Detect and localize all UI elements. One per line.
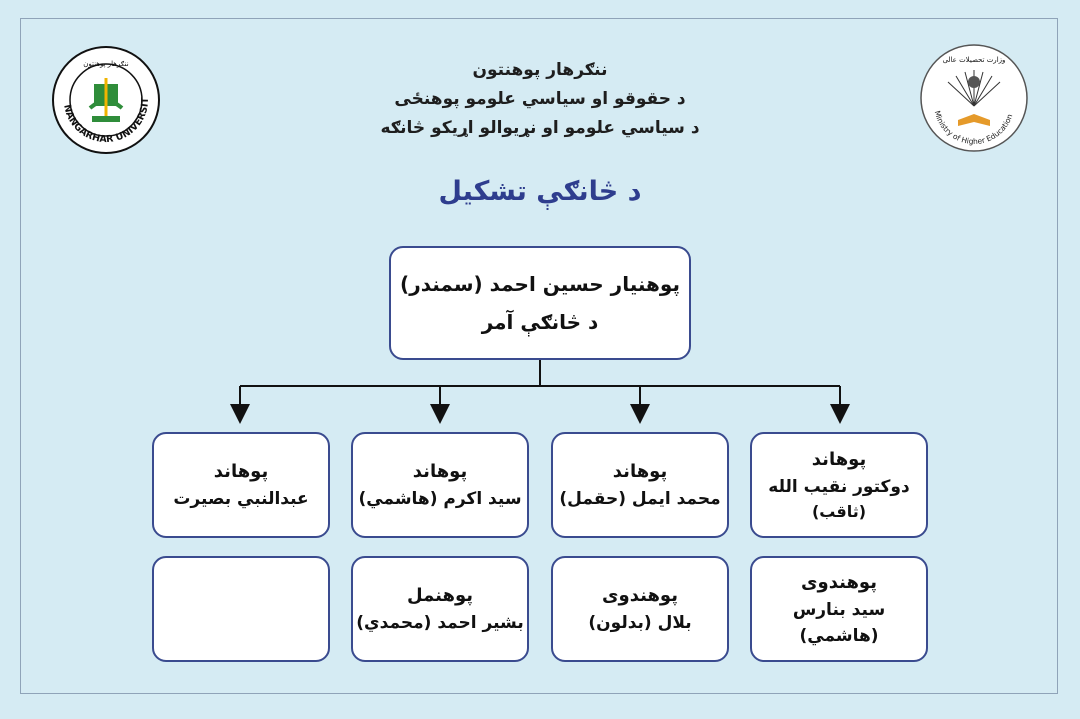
member-rank: پوهاند — [412, 461, 468, 482]
faculty-name: د حقوقو او سیاسي علومو پوهنځی — [394, 89, 686, 109]
department-head-box: پوهنیار حسین احمد (سمندر) د څانګې آمر — [389, 246, 691, 360]
page-frame — [20, 18, 1058, 694]
member-rank: پوهاند — [811, 449, 867, 470]
member-box-empty — [152, 556, 330, 662]
member-rank: پوهندوی — [602, 585, 678, 606]
member-box-6: پوهندوی بلال (بدلون) — [551, 556, 729, 662]
member-name: عبدالنبي بصیرت — [173, 489, 309, 509]
member-name: دوکتور نقیب الله — [768, 477, 910, 497]
department-name: د سیاسي علومو او نړیوالو اړیکو څانګه — [380, 118, 700, 138]
member-box-7: پوهنمل بشیر احمد (محمدي) — [351, 556, 529, 662]
member-box-2: پوهاند محمد ایمل (حقمل) — [551, 432, 729, 538]
member-rank: پوهاند — [612, 461, 668, 482]
member-name: محمد ایمل (حقمل) — [559, 489, 721, 509]
header: ننګرهار پوهنتون د حقوقو او سیاسي علومو پ… — [240, 56, 840, 143]
page-title: د څانګې تشکیل — [438, 176, 642, 207]
member-surname: (ثاقب) — [811, 502, 867, 521]
head-role: د څانګې آمر — [481, 310, 599, 334]
right-logo-top-text: وزارت تحصیلات عالی — [943, 56, 1006, 64]
member-name: بشیر احمد (محمدي) — [356, 613, 524, 633]
member-box-3: پوهاند سید اکرم (هاشمي) — [351, 432, 529, 538]
nangarhar-university-logo: NANGARHAR UNIVERSITY ننګرهار پوهنتون — [50, 44, 160, 154]
member-box-4: پوهاند عبدالنبي بصیرت — [152, 432, 330, 538]
member-name: بلال (بدلون) — [588, 613, 692, 633]
member-rank: پوهنمل — [407, 585, 474, 606]
member-rank: پوهندوی — [801, 572, 877, 593]
member-name: سید بنارس (هاشمي) — [792, 600, 886, 646]
member-rank: پوهاند — [213, 461, 269, 482]
member-box-5: پوهندوی سید بنارس (هاشمي) — [750, 556, 928, 662]
member-box-1: پوهاند دوکتور نقیب الله (ثاقب) — [750, 432, 928, 538]
ministry-higher-education-logo: Ministry of Higher Education وزارت تحصیل… — [920, 44, 1028, 152]
head-name: پوهنیار حسین احمد (سمندر) — [400, 272, 680, 296]
left-logo-top-text: ننګرهار پوهنتون — [83, 60, 129, 68]
member-name: سید اکرم (هاشمي) — [358, 489, 522, 509]
university-name: ننګرهار پوهنتون — [472, 60, 608, 80]
